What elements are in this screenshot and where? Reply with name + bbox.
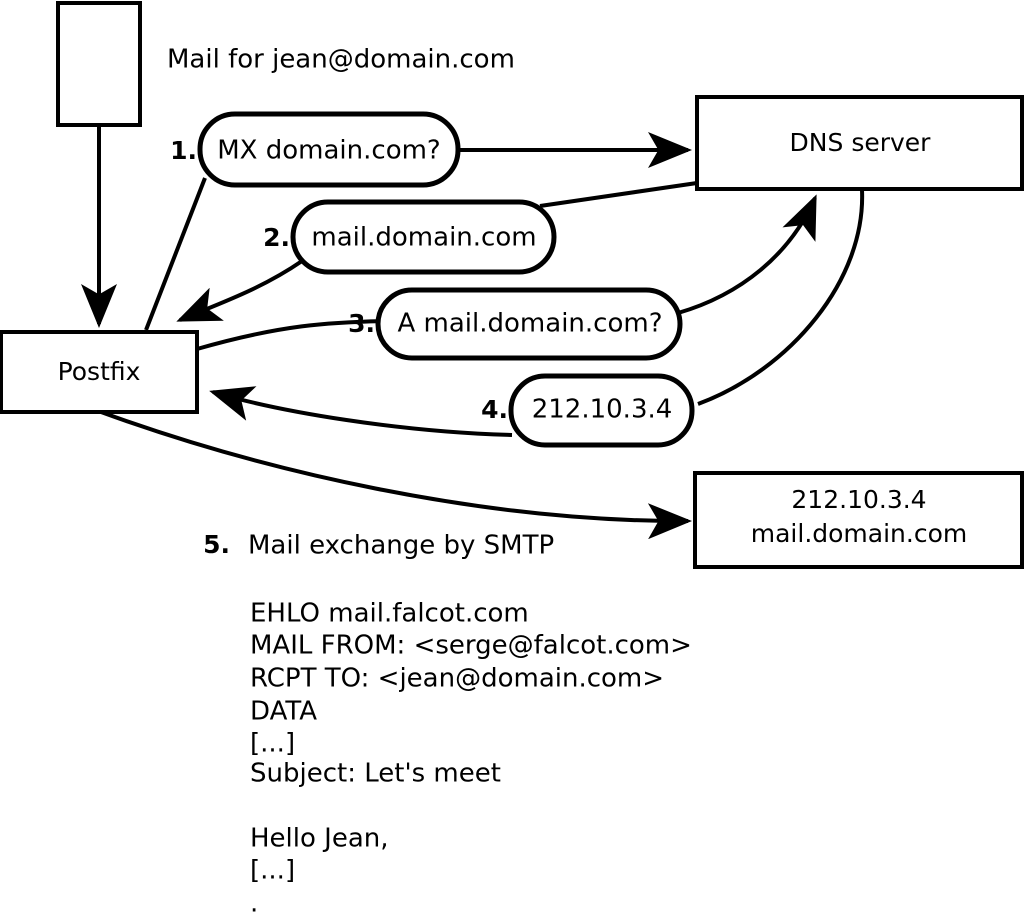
node-sender-box [56, 1, 142, 127]
transcript-line: [...] [250, 729, 295, 759]
edge-answer2-to-postfix [176, 259, 304, 322]
edge-query3-to-dns [677, 194, 817, 315]
edge-answer4-to-postfix [209, 386, 513, 437]
step-5-number: 5. [203, 530, 230, 559]
node-dns-server-label: DNS server [790, 128, 932, 157]
step-2-label: mail.domain.com [311, 223, 536, 253]
transcript-line: . [250, 889, 258, 919]
node-target-ip-label: 212.10.3.4 [791, 485, 926, 514]
step-1-number: 1. [170, 136, 197, 165]
smtp-transcript: EHLO mail.falcot.com MAIL FROM: <serge@f… [250, 599, 692, 919]
diagram-title: Mail for jean@domain.com [167, 45, 515, 75]
transcript-line: MAIL FROM: <serge@falcot.com> [250, 631, 692, 661]
step-2-bubble: 2. mail.domain.com [263, 199, 557, 275]
transcript-line: RCPT TO: <jean@domain.com> [250, 664, 664, 694]
edge-postfix-to-query1 [144, 177, 207, 331]
step-3-number: 3. [348, 309, 375, 338]
node-target-mail-server: 212.10.3.4 mail.domain.com [693, 471, 1024, 569]
transcript-line: Hello Jean, [250, 824, 389, 854]
transcript-line: Subject: Let's meet [250, 759, 501, 789]
transcript-line: EHLO mail.falcot.com [250, 599, 529, 629]
step-1-bubble: 1. MX domain.com? [170, 111, 461, 188]
step-4-number: 4. [481, 395, 508, 424]
node-target-host-label: mail.domain.com [751, 519, 967, 548]
edge-dns-to-answer2 [539, 181, 698, 208]
edge-postfix-to-query3 [196, 319, 387, 351]
node-dns-server: DNS server [695, 95, 1024, 191]
edge-dns-to-answer4 [697, 189, 865, 406]
step-3-label: A mail.domain.com? [398, 309, 663, 339]
step-2-number: 2. [263, 223, 290, 252]
edge-postfix-to-target-smtp [100, 410, 692, 540]
step-1-label: MX domain.com? [217, 136, 440, 166]
node-postfix-label: Postfix [58, 357, 141, 386]
transcript-line: [...] [250, 856, 295, 886]
step-4-label: 212.10.3.4 [532, 395, 673, 425]
step-4-bubble: 4. 212.10.3.4 [481, 373, 695, 448]
transcript-line: DATA [250, 697, 317, 727]
node-postfix: Postfix [0, 330, 199, 414]
step-5-label: Mail exchange by SMTP [248, 531, 554, 561]
step-3-bubble: 3. A mail.domain.com? [348, 287, 683, 361]
